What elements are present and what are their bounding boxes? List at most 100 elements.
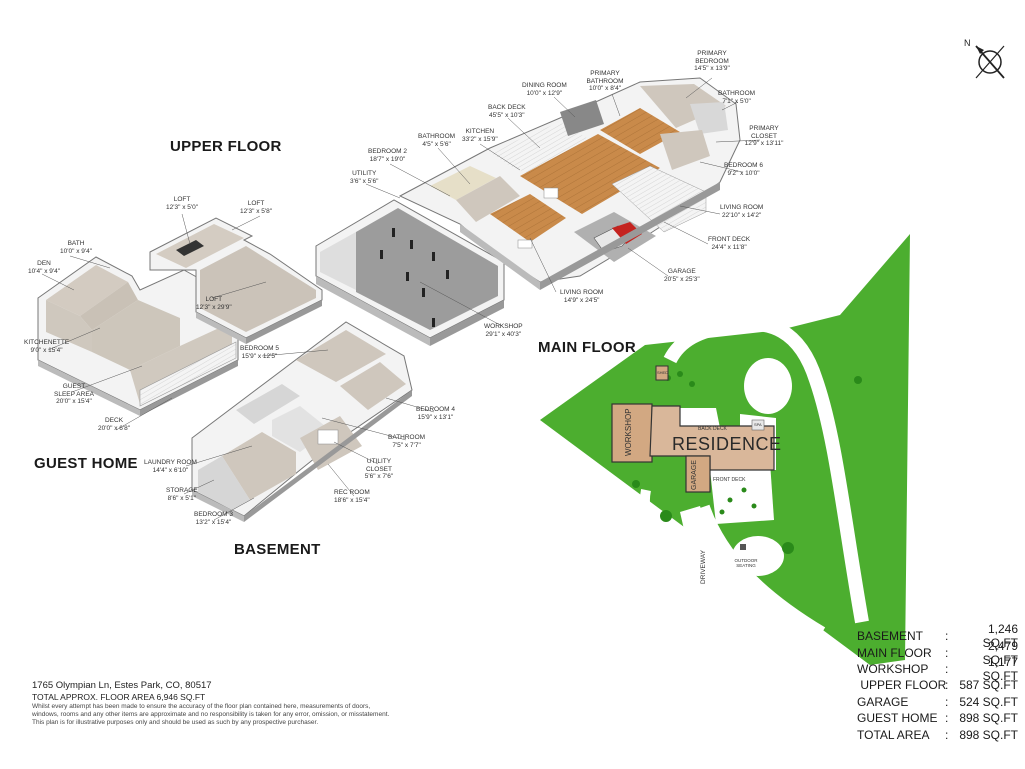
- area-row: BASEMENT: 1,246 SQ.FT: [857, 622, 1022, 650]
- room-name: REC ROOM: [334, 489, 370, 496]
- site-label-workshop: WORKSHOP: [624, 408, 633, 456]
- basement-heading: BASEMENT: [234, 541, 321, 558]
- site-label-shed: SHED: [657, 370, 669, 375]
- room-name: KITCHENETTE: [24, 339, 70, 346]
- room-dimensions: 15'9" x 12'5": [241, 352, 278, 360]
- area-name: GARAGE: [857, 694, 909, 709]
- area-name: BASEMENT: [857, 629, 924, 644]
- room-dimensions: 18'7" x 19'0": [369, 155, 406, 163]
- room-dimensions: 7'1" x 5'0": [722, 97, 751, 105]
- room-name: BATHROOM: [418, 133, 456, 140]
- room-name: KITCHEN: [465, 128, 495, 135]
- room-name: GUEST SLEEP AREA: [54, 383, 94, 398]
- room-dimensions: 4'5" x 5'6": [422, 140, 451, 148]
- room-dimensions: 12'3" x 29'9": [196, 303, 232, 311]
- basement-plan: [191, 321, 413, 522]
- area-row: GARAGE:524 SQ.FT: [857, 694, 1022, 710]
- area-value: 524 SQ.FT: [959, 694, 1018, 709]
- room-dimensions: 12'3" x 5'0": [166, 203, 199, 211]
- room-name: PRIMARY BATHROOM: [586, 70, 624, 85]
- area-colon: :: [945, 727, 949, 742]
- room-dimensions: 10'0" x 8'4": [588, 85, 622, 92]
- room-name: UTILITY: [352, 170, 377, 177]
- room-name: LIVING ROOM: [560, 289, 604, 296]
- room-dimensions: 20'0" x 15'4": [56, 398, 92, 405]
- room-name: BATHROOM: [718, 90, 756, 97]
- room-name: LOFT: [205, 296, 223, 303]
- upper-floor-heading: UPPER FLOOR: [170, 138, 282, 155]
- area-colon: :: [945, 629, 949, 644]
- disclaimer-line: windows, rooms and any other items are a…: [32, 711, 390, 718]
- room-dimensions: 24'4" x 11'8": [711, 243, 747, 251]
- room-dimensions: 12'9" x 13'11": [744, 140, 784, 147]
- area-name: MAIN FLOOR: [857, 645, 932, 660]
- room-name: BACK DECK: [488, 104, 526, 111]
- site-label-back-deck: BACK DECK: [698, 426, 727, 432]
- area-colon: :: [945, 661, 949, 676]
- room-dimensions: 33'2" x 15'9": [462, 135, 498, 143]
- property-address: 1765 Olympian Ln, Estes Park, CO, 80517: [32, 680, 212, 691]
- area-value: 898 SQ.FT: [959, 711, 1018, 726]
- room-dimensions: 15'9" x 13'1": [417, 413, 454, 421]
- main-floor-plan: [398, 77, 741, 290]
- site-plan: [540, 234, 910, 665]
- area-name: WORKSHOP: [857, 661, 929, 676]
- room-name: BATH: [67, 240, 85, 247]
- room-dimensions: 5'6" x 7'6": [364, 473, 394, 480]
- guest-home-heading: GUEST HOME: [34, 455, 138, 472]
- area-value: 898 SQ.FT: [959, 727, 1018, 742]
- area-row: GUEST HOME:898 SQ.FT: [857, 710, 1022, 726]
- site-label-spa: SPA: [754, 422, 762, 427]
- area-name: GUEST HOME: [857, 711, 938, 726]
- area-row: MAIN FLOOR:2,479 SQ.FT: [857, 639, 1022, 667]
- site-label-driveway: DRIVEWAY: [700, 550, 707, 584]
- room-name: LOFT: [247, 200, 265, 207]
- disclaimer-line: This plan is for illustrative purposes o…: [32, 719, 319, 726]
- room-dimensions: 3'6" x 5'6": [350, 177, 379, 185]
- area-value: 1,177 SQ.FT: [982, 654, 1018, 683]
- area-row: UPPER FLOOR:587 SQ.FT: [857, 677, 1022, 693]
- area-value: 2,479 SQ.FT: [982, 638, 1018, 667]
- room-dimensions: 7'5" x 7'7": [392, 441, 421, 449]
- area-name: TOTAL AREA: [857, 727, 930, 742]
- north-compass: N: [960, 38, 1010, 82]
- room-name: BEDROOM 5: [240, 345, 280, 352]
- area-row: TOTAL AREA:898 SQ.FT: [857, 726, 1022, 742]
- room-name: DEN: [37, 260, 51, 267]
- room-dimensions: 14'5" x 13'9": [694, 65, 730, 72]
- workshop-plan: [315, 199, 505, 346]
- room-dimensions: 22'10" x 14'2": [722, 211, 762, 219]
- room-name: LOFT: [173, 196, 191, 203]
- room-dimensions: 14'4" x 6'10": [152, 466, 189, 474]
- room-dimensions: 20'0" x 6'8": [98, 424, 131, 432]
- room-dimensions: 20'5" x 25'3": [664, 275, 700, 283]
- area-colon: :: [945, 678, 949, 693]
- room-name: BATHROOM: [388, 434, 426, 441]
- area-colon: :: [945, 711, 949, 726]
- total-floor-area: TOTAL APPROX. FLOOR AREA 6,946 SQ.FT: [32, 692, 206, 702]
- area-value: 1,246 SQ.FT: [982, 622, 1018, 651]
- compass-rose-icon: [975, 45, 1005, 79]
- room-name: DECK: [104, 417, 124, 424]
